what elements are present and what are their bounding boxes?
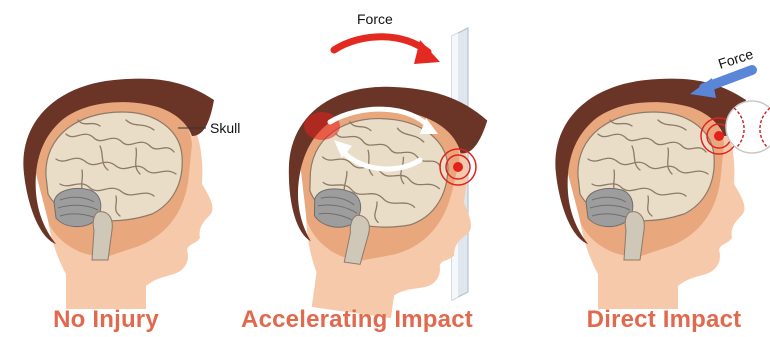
baseball-icon <box>726 101 770 153</box>
caption-no-injury: No Injury <box>18 306 194 334</box>
caption-direct-impact: Direct Impact <box>564 306 764 334</box>
impact-point-icon <box>440 149 476 185</box>
force-arrow-icon <box>334 37 428 52</box>
caption-accelerating-impact: Accelerating Impact <box>232 306 482 334</box>
skull-label: Skull <box>210 120 240 136</box>
panel-direct-impact <box>555 79 746 309</box>
force-label-accelerating: Force <box>357 11 393 27</box>
panel-accelerating-impact: Force <box>269 11 490 328</box>
head-profile-icon <box>555 79 746 309</box>
head-profile-icon <box>23 79 214 309</box>
contrecoup-glow <box>304 112 340 140</box>
panel-no-injury <box>23 79 214 309</box>
